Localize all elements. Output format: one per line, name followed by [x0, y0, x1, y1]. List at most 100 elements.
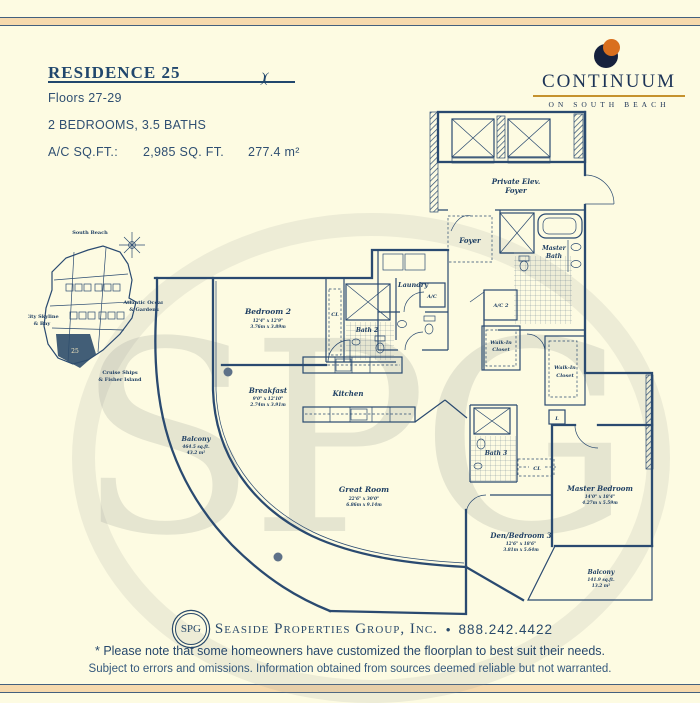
room-den-bedroom-3: Den/Bedroom 3 12'6" x 18'6" 3.81m x 5.64…	[489, 494, 552, 553]
room-bedroom-2: CL Bedroom 2 12'4" x 12'9" 3.76m x 3.89m	[220, 278, 397, 367]
room-foyer: Foyer	[447, 215, 493, 263]
room-master-bedroom: Master Bedroom 14'0" x 18'4" 4.27m x 5.5…	[550, 423, 654, 548]
kitchen-counter	[302, 406, 416, 423]
toilet	[519, 260, 529, 272]
walkin1-label-1: Walk-In	[490, 340, 512, 346]
room-great-room: Great Room 22'6" x 30'0" 6.86m x 9.14m	[339, 485, 487, 569]
elevator-shaft-1	[451, 118, 495, 158]
sitemap-label-city-2: & Bay	[34, 321, 52, 327]
company-name: Seaside Properties Group, Inc.	[214, 620, 438, 637]
sink	[570, 260, 582, 268]
cl2-label: CL	[533, 466, 541, 472]
closet-cl	[328, 288, 342, 356]
balcony-right-area-ft: 141.9 sq.ft.	[587, 578, 615, 583]
room-bath-2: Bath 2	[345, 283, 394, 360]
sink	[570, 243, 582, 251]
sitemap-label-cruise-1: Cruise Ships	[102, 370, 138, 376]
linen-label: L	[554, 416, 559, 422]
continuum-brand-block: CONTINUUM ON SOUTH BEACH	[533, 38, 685, 109]
bedrooms-baths-text: 2 BEDROOMS, 3.5 BATHS	[48, 118, 207, 132]
balcony-left-label: Balcony	[181, 435, 212, 443]
elevator-shaft-2	[507, 118, 551, 158]
site-location-map: South Beach 25 Atlantic Ocean & Gardens …	[28, 230, 163, 383]
dryer	[404, 253, 426, 271]
private-foyer-label-2: Foyer	[504, 186, 528, 195]
den-label: Den/Bedroom 3	[489, 531, 551, 540]
foyer-label: Foyer	[458, 236, 482, 245]
room-ac2-closet: A/C 2	[469, 289, 518, 321]
balcony-left: Balcony 464.5 sq.ft. 43.2 m²	[181, 435, 212, 456]
compass-icon	[119, 232, 145, 258]
top-border-band	[0, 17, 700, 26]
washer	[382, 253, 404, 271]
balcony-outer-curve	[154, 276, 332, 613]
private-foyer-label-1: Private Elev.	[491, 177, 541, 186]
ac2-label: A/C 2	[493, 303, 509, 309]
room-kitchen: Kitchen	[302, 356, 468, 423]
closet-cl2	[517, 458, 555, 477]
unit-outer-walls	[153, 110, 654, 616]
elevator-core	[429, 110, 587, 213]
room-private-elevator-foyer: Private Elev. Foyer	[438, 174, 615, 211]
walkin1-label-2: Closet	[492, 347, 510, 353]
master-bedroom-dims-m: 4.27m x 5.59m	[582, 501, 618, 506]
cooktop	[335, 358, 352, 372]
balcony-left-area-m: 43.2 m²	[187, 451, 206, 456]
laundry-label: Laundry	[397, 281, 429, 289]
sink	[473, 462, 483, 470]
toilet	[375, 342, 385, 354]
master-bath-label-1: Master	[541, 245, 566, 252]
brand-gold-rule	[533, 95, 685, 97]
balcony-right-area-m: 13.2 m²	[592, 584, 611, 589]
highlighted-unit-25	[56, 334, 96, 368]
room-master-bath: Master Bath	[498, 210, 585, 331]
bath3-label: Bath 3	[484, 450, 507, 457]
great-room-dims-ft: 22'6" x 30'0"	[348, 497, 380, 502]
column	[223, 367, 233, 377]
den-dims-ft: 12'6" x 18'6"	[506, 542, 537, 547]
breakfast-dims-m: 2.74m x 3.91m	[249, 403, 286, 408]
sink	[397, 320, 407, 328]
den-dims-m: 3.81m x 5.64m	[503, 548, 539, 553]
spg-logo-icon: SPG	[174, 613, 207, 645]
bath2-label: Bath 2	[355, 327, 378, 334]
sitemap-label-city-1: City Skyline	[28, 314, 59, 320]
floors-text: Floors 27-29	[48, 91, 122, 105]
toilet	[424, 323, 434, 335]
room-laundry: Laundry A/C	[377, 250, 449, 313]
ac-closet	[419, 282, 446, 308]
room-bath-3: Bath 3 CL	[469, 404, 556, 483]
room-walkin-closet-2: Walk-In Closet L	[526, 333, 586, 425]
balcony-left-area-ft: 464.5 sq.ft.	[182, 445, 210, 450]
breakfast-label: Breakfast	[248, 386, 288, 395]
sink	[351, 338, 361, 346]
building-footprint: 25	[43, 245, 137, 368]
phone-number: 888.242.4422	[458, 621, 554, 637]
walkin2-label-2: Closet	[556, 373, 574, 379]
great-room-label: Great Room	[339, 485, 389, 494]
footer-brand-row: SPG Seaside Properties Group, Inc. • 888…	[0, 613, 700, 645]
master-bedroom-dims-ft: 14'0" x 18'4"	[585, 495, 616, 500]
toilet	[476, 438, 486, 450]
kitchen-island-counter	[302, 356, 403, 374]
sitemap-label-atlantic-1: Atlantic Ocean	[122, 300, 163, 306]
title-rule-ornament: )(	[261, 71, 268, 86]
disclaimer-note-1: * Please note that some homeowners have …	[94, 644, 606, 658]
window-wall-curve	[211, 276, 468, 569]
great-room-dims-m: 6.86m x 9.14m	[346, 503, 382, 508]
brand-name: CONTINUUM	[541, 71, 677, 92]
room-walkin-closet-1: Walk-In Closet	[481, 290, 521, 371]
column	[273, 552, 283, 562]
bedroom2-dims-ft: 12'4" x 12'9"	[253, 319, 284, 324]
ac-sqft-label: A/C SQ.FT.:	[48, 145, 118, 159]
unit-number-label: 25	[71, 348, 79, 355]
walkin2-label-1: Walk-In	[554, 365, 576, 371]
master-bath-label-2: Bath	[545, 253, 562, 260]
brand-tagline: ON SOUTH BEACH	[548, 99, 670, 109]
sitemap-label-cruise-2: & Fisher Island	[98, 377, 142, 383]
bathtub	[537, 213, 583, 239]
logo-orange-circle	[603, 39, 620, 56]
balcony-right: Balcony 141.9 sq.ft. 13.2 m²	[527, 545, 653, 601]
